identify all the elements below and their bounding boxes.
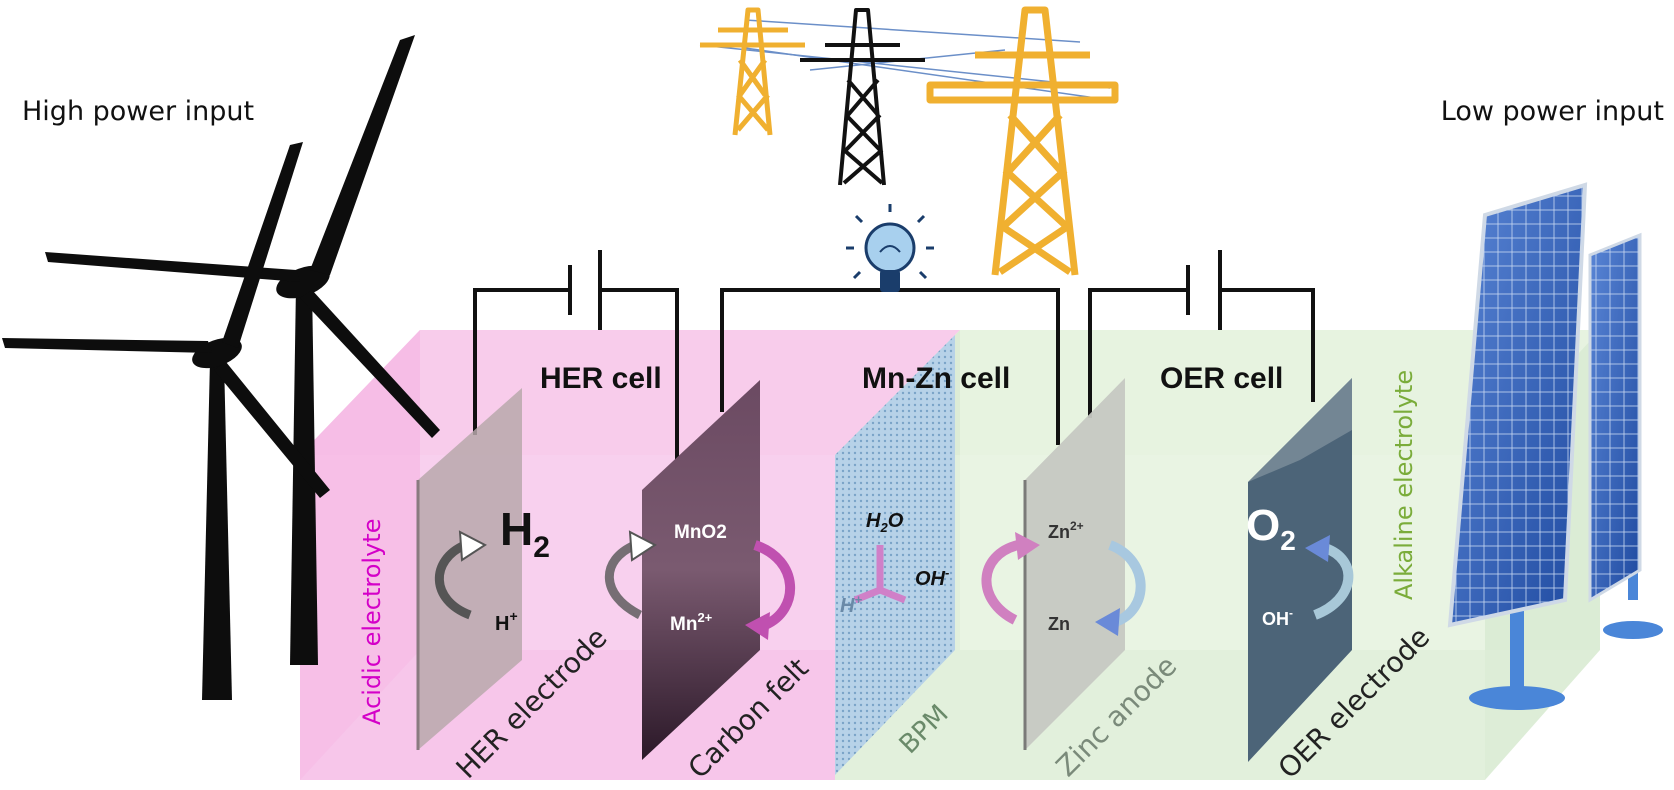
light-bulb-icon [846, 204, 934, 292]
wind-turbine-icon [2, 35, 440, 700]
bpm-oh-label: OH- [915, 565, 949, 590]
acidic-electrolyte-label: Acidic electrolyte [358, 519, 386, 725]
reaction-arrows [434, 530, 1354, 640]
her-electrode [416, 388, 522, 750]
her-cell-label: HER cell [540, 362, 662, 395]
solar-panel-icon [1447, 182, 1663, 710]
oer-cell-label: OER cell [1160, 362, 1283, 395]
h2o-label: H2O [866, 510, 904, 535]
mn2-label: Mn2+ [670, 610, 713, 635]
h2-label: H2 [500, 503, 550, 564]
bpm-h-plus-label: H+ [840, 592, 862, 617]
carbon-felt [642, 380, 760, 760]
alkaline-electrolyte-label: Alkaline electrolyte [1390, 370, 1418, 600]
power-pylons-icon [699, 6, 1119, 276]
high-power-label: High power input [22, 96, 254, 127]
mno2-label: MnO2 [674, 522, 727, 543]
mnzn-cell-label: Mn-Zn cell [862, 362, 1010, 395]
zinc-anode [1023, 378, 1125, 750]
bipolar-membrane [835, 335, 955, 775]
oer-electrode [1248, 378, 1352, 762]
zn2-label: Zn2+ [1048, 519, 1084, 542]
h-plus-label: H+ [495, 608, 518, 635]
o2-label: O2 [1246, 501, 1296, 556]
zn-label: Zn [1048, 614, 1070, 634]
low-power-label: Low power input [1441, 96, 1664, 127]
oh-label: OH- [1262, 606, 1293, 629]
